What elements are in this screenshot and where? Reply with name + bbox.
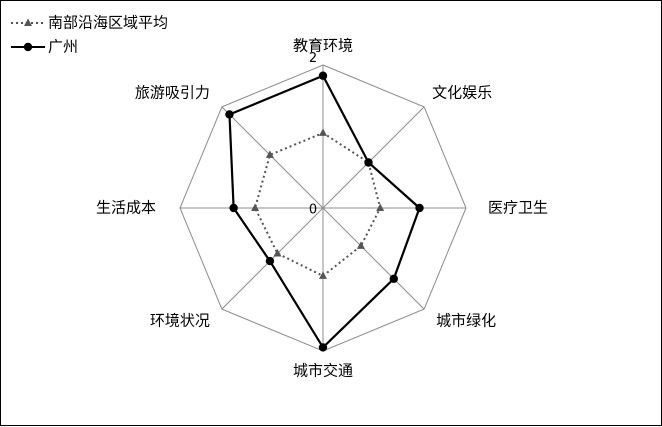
series-line: [228, 74, 421, 350]
data-point: [364, 158, 373, 167]
data-point: [356, 241, 365, 249]
data-point: [273, 249, 282, 257]
category-label: 教育环境: [293, 37, 353, 55]
category-label: 城市交通: [293, 362, 353, 380]
category-label: 医疗卫生: [488, 199, 548, 217]
data-point: [389, 274, 398, 283]
series-line: [254, 131, 382, 278]
data-point: [415, 203, 424, 213]
data-point: [229, 203, 238, 213]
data-point: [251, 203, 260, 211]
grid-spoke: [322, 106, 425, 209]
data-point: [319, 128, 327, 136]
data-point: [318, 71, 328, 80]
category-label: 文化娱乐: [432, 83, 492, 101]
series-2: [225, 71, 424, 352]
data-point: [265, 150, 274, 158]
data-point: [265, 256, 275, 266]
data-point: [376, 203, 385, 211]
grid-spoke: [322, 207, 425, 310]
tick-label: 0: [309, 203, 317, 218]
legend-item: 南部沿海区域平均: [11, 14, 168, 32]
category-label: 旅游吸引力: [135, 83, 210, 101]
legend-marker: [23, 42, 33, 52]
data-point: [319, 271, 327, 279]
legend-label: 南部沿海区域平均: [48, 14, 168, 32]
series-layer: [225, 71, 424, 352]
data-point: [318, 343, 328, 352]
data-point: [225, 110, 234, 119]
tick-label: 2: [309, 51, 317, 66]
legend-marker: [24, 18, 32, 26]
category-label: 城市绿化: [436, 312, 496, 330]
category-label: 生活成本: [96, 199, 156, 217]
legend-item: 广州: [11, 38, 78, 56]
category-label: 环境状况: [150, 312, 210, 330]
series-1: [251, 128, 385, 279]
legend-label: 广州: [48, 38, 78, 56]
